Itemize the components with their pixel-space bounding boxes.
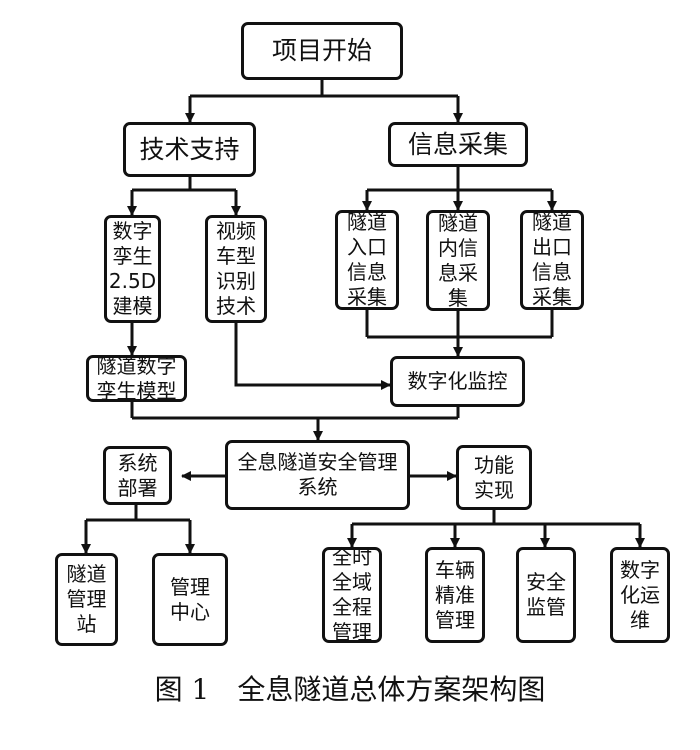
node-management-center: 管理 中心 <box>152 553 228 646</box>
node-main-system: 全息隧道安全管理 系统 <box>225 440 410 510</box>
node-tunnel-station: 隧道 管理 站 <box>55 553 118 646</box>
node-digital-twin-modeling: 数字 孪生 2.5D 建模 <box>104 215 161 323</box>
node-function-impl: 功能 实现 <box>456 445 532 510</box>
node-digital-twin-model: 隧道数字 孪生模型 <box>86 354 187 403</box>
connectors <box>81 80 645 554</box>
node-safety-monitor: 安全 监管 <box>516 547 576 643</box>
node-digital-monitoring: 数字化监控 <box>390 356 525 407</box>
node-digital-ops: 数字 化运 维 <box>610 547 670 643</box>
node-tunnel-entrance: 隧道 入口 信息 采集 <box>335 210 399 310</box>
node-system-deploy: 系统 部署 <box>103 446 172 505</box>
figure-caption: 图 1 全息隧道总体方案架构图 <box>0 668 700 708</box>
node-info-collect: 信息采集 <box>388 122 528 167</box>
node-start: 项目开始 <box>241 22 403 80</box>
node-full-control: 全时 全域 全程 管理 <box>322 545 382 644</box>
architecture-diagram: 项目开始 技术支持 信息采集 数字 孪生 2.5D 建模 视频 车型 识别 技术… <box>55 22 670 646</box>
node-tunnel-inside: 隧道 内信 息采 集 <box>426 210 490 311</box>
node-tech-support: 技术支持 <box>123 122 256 177</box>
node-tunnel-exit: 隧道 出口 信息 采集 <box>520 210 584 310</box>
caption-title: 全息隧道总体方案架构图 <box>237 673 546 706</box>
caption-number: 图 1 <box>154 673 210 706</box>
node-vehicle-precise: 车辆 精准 管理 <box>425 547 485 643</box>
node-vehicle-recognition: 视频 车型 识别 技术 <box>205 215 267 323</box>
